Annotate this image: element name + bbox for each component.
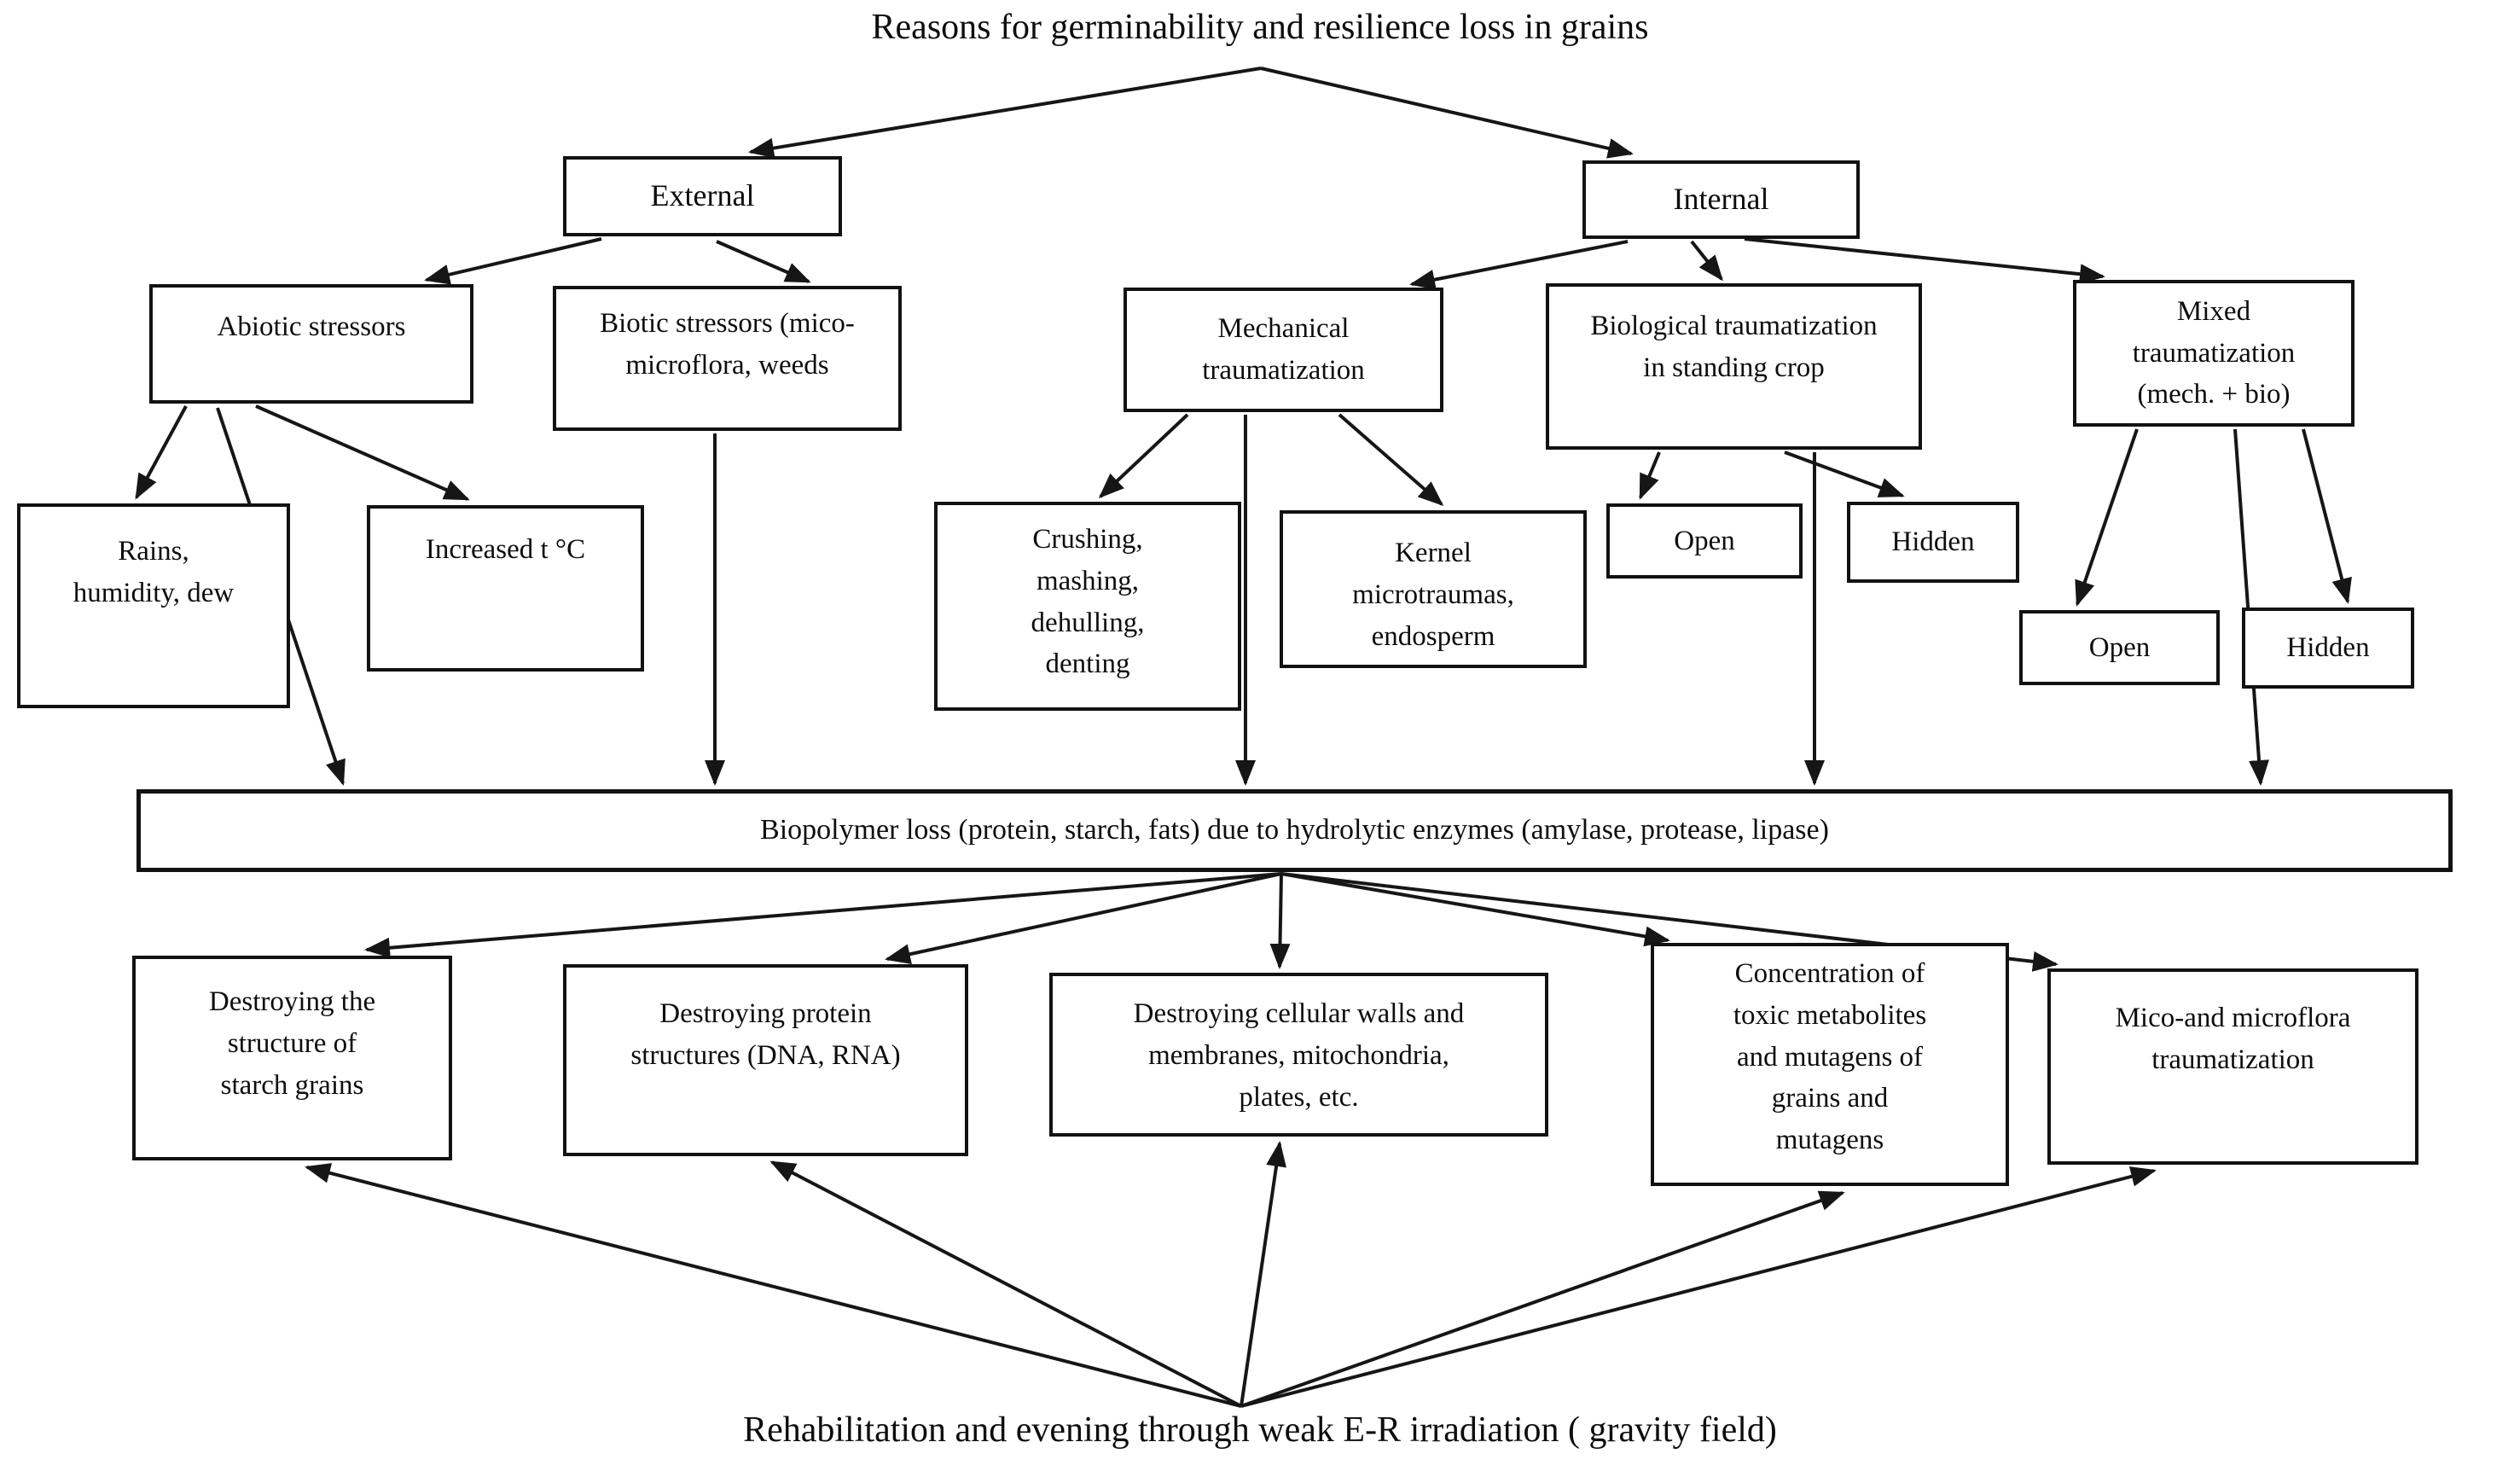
node-destroying-protein-structures: Destroying protein structures (DNA, RNA) — [563, 964, 968, 1156]
node-microflora-traumatization: Mico-and microflora traumatization — [2047, 968, 2418, 1165]
node-mixed-traumatization-label: Mixed traumatization (mech. + bio) — [2132, 295, 2296, 410]
node-destroying-cellular-walls-label: Destroying cellular walls and membranes,… — [1133, 998, 1465, 1113]
arrow-bar-to-toxic-concentration — [1280, 872, 1670, 947]
node-destroying-starch-structure: Destroying the structure of starch grain… — [132, 956, 452, 1160]
node-crushing-mashing-label: Crushing, mashing, dehulling, denting — [1031, 524, 1145, 680]
node-abiotic-stressors-label: Abiotic stressors — [217, 311, 406, 342]
arrow-rehabilitation-to-destroy-protein — [769, 1160, 1242, 1408]
arrow-mechanical-to-kernel — [1338, 413, 1444, 506]
arrow-internal-to-mechanical — [1409, 240, 1629, 290]
node-biological-traumatization: Biological traumatization in standing cr… — [1546, 283, 1922, 450]
node-kernel-microtraumas: Kernel microtraumas, endosperm — [1280, 510, 1587, 668]
node-hidden-mixed: Hidden — [2242, 608, 2414, 689]
node-open-mixed-label: Open — [2088, 631, 2151, 663]
node-crushing-mashing: Crushing, mashing, dehulling, denting — [934, 502, 1241, 711]
node-increased-temperature: Increased t °C — [367, 505, 644, 672]
arrow-bar-to-destroy-cellular — [1269, 873, 1291, 969]
node-external: External — [563, 156, 842, 236]
node-destroying-cellular-walls: Destroying cellular walls and membranes,… — [1049, 973, 1548, 1137]
node-rains-humidity-dew: Rains, humidity, dew — [17, 503, 290, 708]
arrow-external-to-biotic — [716, 240, 811, 283]
node-destroying-starch-structure-label: Destroying the structure of starch grain… — [208, 986, 376, 1101]
node-external-label: External — [650, 178, 755, 213]
node-abiotic-stressors: Abiotic stressors — [149, 284, 473, 404]
node-hidden-biological: Hidden — [1847, 502, 2019, 583]
arrow-title-to-external — [748, 67, 1262, 159]
node-biopolymer-loss-bar: Biopolymer loss (protein, starch, fats) … — [136, 789, 2453, 872]
arrow-internal-to-mixed — [1744, 237, 2105, 285]
arrow-rehabilitation-to-destroy-cellular — [1240, 1141, 1286, 1407]
node-rains-humidity-dew-label: Rains, humidity, dew — [73, 536, 235, 608]
arrow-external-to-abiotic — [424, 237, 602, 285]
node-mixed-traumatization: Mixed traumatization (mech. + bio) — [2073, 280, 2355, 427]
arrow-mixed-to-hidden — [2302, 428, 2352, 604]
arrow-rehabilitation-to-toxic-concentration — [1240, 1190, 1845, 1408]
arrow-rehabilitation-to-destroy-starch — [305, 1163, 1242, 1408]
arrow-mixed-to-bar — [2233, 428, 2270, 786]
arrow-rehabilitation-to-microflora-trauma — [1240, 1166, 2157, 1408]
node-increased-temperature-label: Increased t °C — [425, 534, 586, 565]
node-toxic-metabolites-concentration: Concentration of toxic metabolites and m… — [1651, 943, 2009, 1186]
arrow-mechanical-to-crushing — [1098, 413, 1189, 499]
diagram-footer: Rehabilitation and evening through weak … — [743, 1410, 1777, 1450]
node-microflora-traumatization-label: Mico-and microflora traumatization — [2115, 1003, 2351, 1075]
arrow-biological-to-open — [1639, 451, 1661, 500]
diagram-title: Reasons for germinability and resilience… — [871, 8, 1649, 47]
node-biotic-stressors: Biotic stressors (mico- microflora, weed… — [553, 286, 902, 431]
node-kernel-microtraumas-label: Kernel microtraumas, endosperm — [1352, 538, 1514, 652]
arrow-title-to-internal — [1260, 67, 1634, 159]
node-mechanical-traumatization-label: Mechanical traumatization — [1202, 313, 1365, 386]
node-biopolymer-loss-bar-label: Biopolymer loss (protein, starch, fats) … — [760, 814, 1829, 846]
arrow-biological-to-hidden — [1784, 451, 1905, 497]
node-open-biological: Open — [1606, 503, 1803, 579]
node-biotic-stressors-label: Biotic stressors (mico- microflora, weed… — [600, 308, 855, 381]
arrow-bar-to-destroy-starch — [364, 872, 1282, 958]
arrow-abiotic-to-rains — [135, 405, 188, 500]
node-internal-label: Internal — [1673, 182, 1769, 217]
arrow-mixed-to-open — [2075, 428, 2139, 607]
node-hidden-mixed-label: Hidden — [2286, 632, 2370, 664]
node-biological-traumatization-label: Biological traumatization in standing cr… — [1590, 311, 1878, 383]
node-toxic-metabolites-concentration-label: Concentration of toxic metabolites and m… — [1733, 958, 1927, 1156]
node-hidden-biological-label: Hidden — [1891, 526, 1975, 558]
arrow-bar-to-destroy-protein — [885, 872, 1282, 965]
node-internal: Internal — [1582, 160, 1860, 239]
arrow-internal-to-biological — [1690, 240, 1723, 282]
node-open-biological-label: Open — [1674, 525, 1735, 556]
node-open-mixed: Open — [2019, 610, 2220, 685]
node-mechanical-traumatization: Mechanical traumatization — [1124, 288, 1443, 412]
arrow-abiotic-to-increased-t — [255, 404, 470, 501]
node-destroying-protein-structures-label: Destroying protein structures (DNA, RNA) — [630, 998, 901, 1071]
